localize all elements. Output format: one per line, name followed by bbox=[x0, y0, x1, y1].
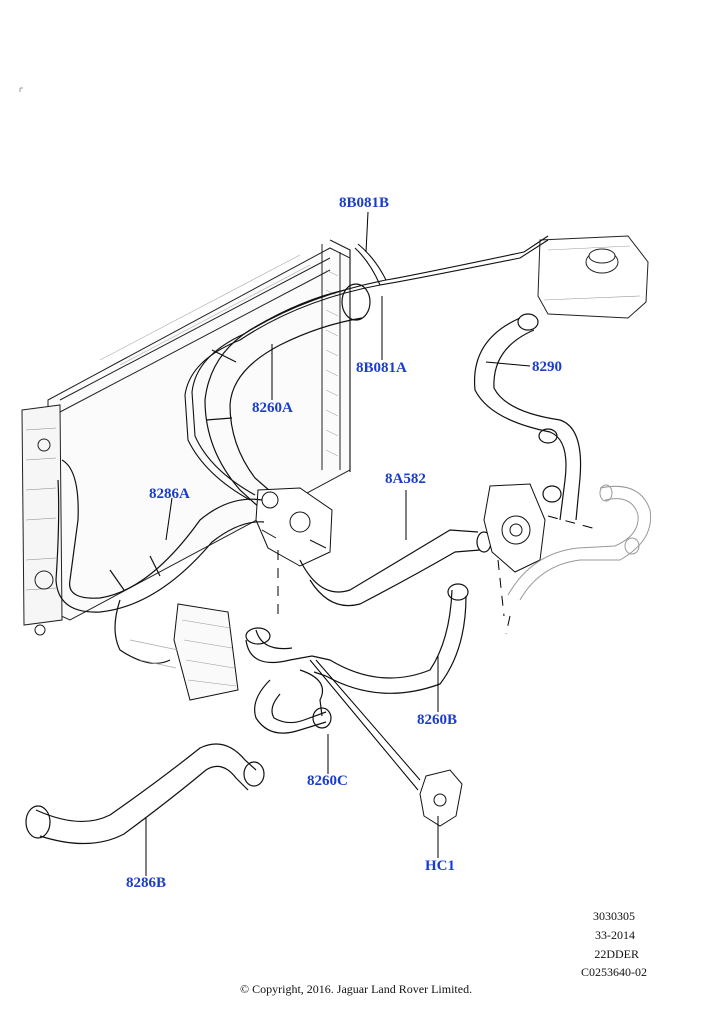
copyright-notice: © Copyright, 2016. Jaguar Land Rover Lim… bbox=[240, 982, 473, 996]
reference-code-2: 33-2014 bbox=[595, 928, 635, 942]
hose-8286A-drawing bbox=[55, 459, 265, 664]
callout-8B081B: 8B081B bbox=[339, 195, 390, 211]
water-pump-drawing bbox=[483, 483, 546, 573]
expansion-tank-drawing bbox=[537, 235, 649, 319]
ghost-hoses-drawing bbox=[507, 484, 652, 601]
callout-8A582: 8A582 bbox=[385, 471, 426, 487]
callout-8260B: 8260B bbox=[417, 712, 458, 728]
callout-HC1: HC1 bbox=[425, 858, 455, 874]
callout-8260A: 8260A bbox=[252, 400, 293, 416]
callout-8290: 8290 bbox=[532, 359, 562, 375]
pump-housing-drawing bbox=[255, 487, 333, 567]
radiator-drawing bbox=[21, 239, 351, 636]
reference-code-1: 3030305 bbox=[593, 909, 635, 923]
callout-8286A: 8286A bbox=[149, 486, 190, 502]
hose-8260A-drawing bbox=[204, 283, 371, 511]
bleed-pipes-drawing bbox=[184, 235, 549, 501]
hose-8260C-drawing bbox=[254, 669, 332, 734]
hose-8286B-drawing bbox=[25, 743, 265, 845]
clip-HC1-drawing bbox=[419, 769, 463, 827]
reference-code-3: 22DDER bbox=[594, 947, 639, 961]
hose-8260B-drawing bbox=[245, 583, 469, 694]
hose-8290-drawing bbox=[473, 313, 582, 521]
oil-cooler-drawing bbox=[129, 603, 239, 701]
callout-8B081A: 8B081A bbox=[356, 360, 407, 376]
callout-8286B: 8286B bbox=[126, 875, 167, 891]
dashed-leaders bbox=[277, 515, 601, 635]
callout-leaders bbox=[145, 211, 531, 876]
callout-8260C: 8260C bbox=[307, 773, 348, 789]
reference-code-4: C0253640-02 bbox=[581, 965, 647, 979]
